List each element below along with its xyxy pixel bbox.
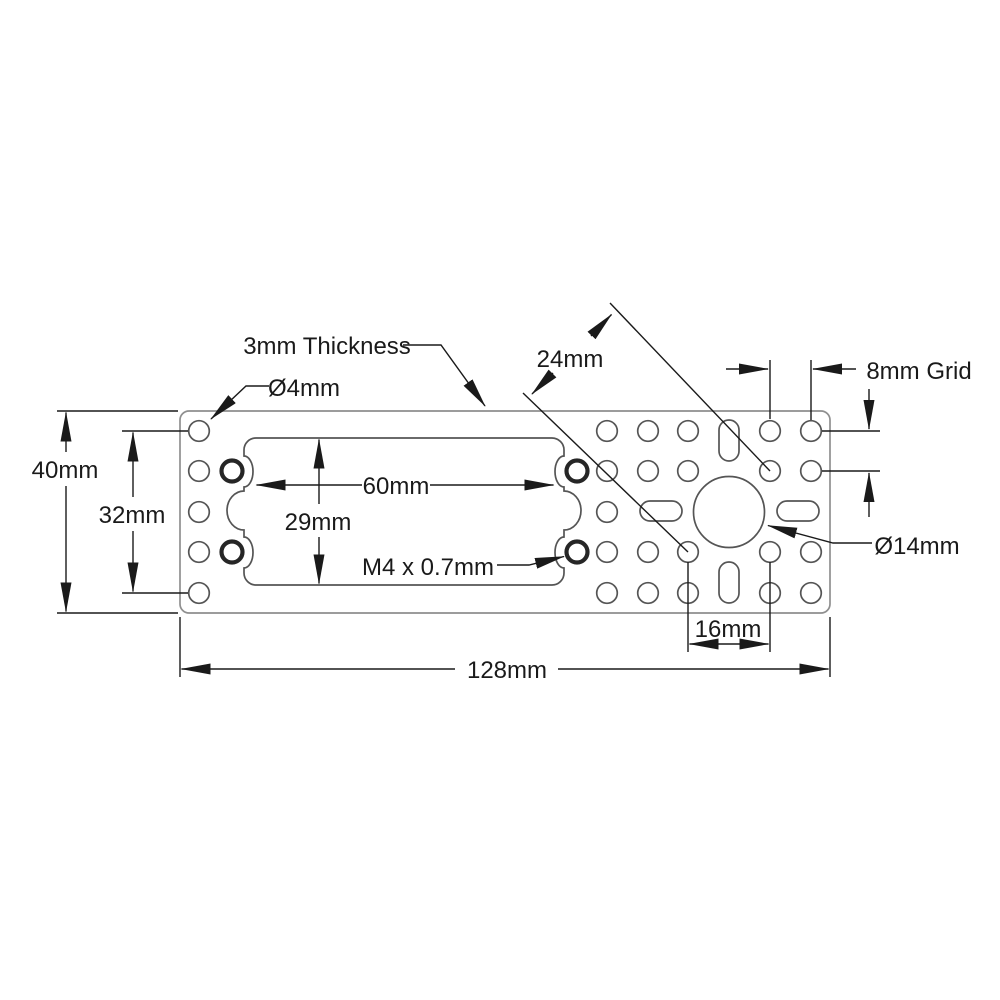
note-thread-spec: M4 x 0.7mm [362,554,565,581]
slot-left-horizontal [639,500,683,522]
dimension-24mm: 24mm [522,302,771,553]
label-diag-spacing: 24mm [537,346,604,373]
dimension-128mm: 128mm [179,617,831,684]
label-cutout-width: 60mm [363,473,430,500]
plate-geometry [179,410,831,614]
center-bore-hole [692,475,766,549]
m4-threaded-holes [219,458,590,565]
grid-holes-right-block [595,419,823,605]
dimension-16mm: 16mm [687,562,771,652]
dimension-40mm: 40mm [32,410,178,614]
slot-right-horizontal [776,500,820,522]
plate-outline [179,410,831,614]
grid-holes-left-column [187,419,211,605]
plate-cutout [226,437,582,586]
adjustment-slots [639,419,820,604]
note-thickness: 3mm Thickness [243,333,486,407]
slot-bottom-vertical [718,561,740,604]
label-thread-spec: M4 x 0.7mm [362,554,494,581]
label-hole-pair-span: 16mm [695,616,762,643]
label-hole-row-span: 32mm [99,502,166,529]
note-small-hole-diameter: Ø4mm [210,375,340,420]
label-small-hole-dia: Ø4mm [268,375,340,402]
label-thickness: 3mm Thickness [243,333,411,360]
slot-top-vertical [718,419,740,462]
dimension-29mm: 29mm [285,438,352,585]
dimension-32mm: 32mm [99,430,188,594]
label-plate-width: 128mm [467,657,547,684]
label-center-hole-dia: Ø14mm [874,533,959,560]
dimension-8mm-grid: 8mm Grid [726,358,972,517]
dimension-60mm: 60mm [255,473,555,500]
label-grid-pitch: 8mm Grid [866,358,971,385]
note-center-hole-diameter: Ø14mm [767,524,960,560]
label-cutout-height: 29mm [285,509,352,536]
label-plate-height: 40mm [32,457,99,484]
